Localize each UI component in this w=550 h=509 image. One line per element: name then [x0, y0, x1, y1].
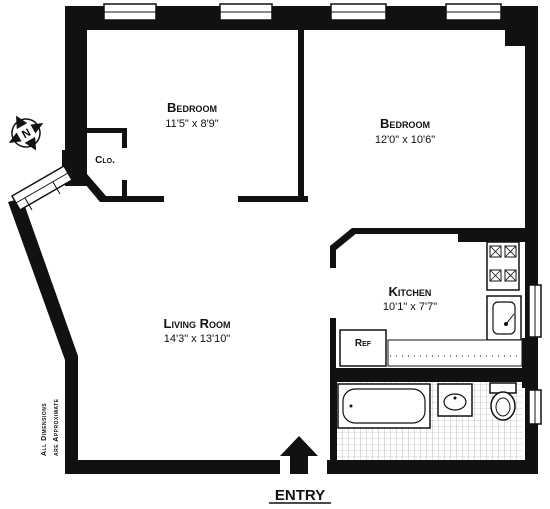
refrigerator — [339, 329, 387, 367]
entry-label: ENTRY — [275, 487, 325, 504]
kitchen-counter — [387, 339, 523, 367]
window-right-1 — [528, 284, 542, 338]
dimensions-note-line1: All Dimensions — [41, 403, 48, 456]
bottom-wall-right — [327, 460, 538, 474]
refrigerator-label: Ref — [355, 338, 372, 349]
bath-left-wall — [330, 368, 337, 460]
window-top-4 — [445, 3, 502, 21]
closet-side-wall — [122, 128, 127, 148]
kitchen-diagonal-wall — [330, 228, 358, 268]
upper-left-wall — [65, 6, 87, 186]
bathroom-sink — [437, 383, 473, 417]
bath-top-wall — [330, 368, 525, 382]
window-left-slanted — [10, 164, 74, 212]
top-right-corner — [505, 6, 538, 46]
closet-top-wall — [87, 128, 127, 133]
kitchen-top-right-wall — [458, 228, 525, 242]
toilet — [489, 382, 517, 421]
window-top-2 — [219, 3, 273, 21]
kitchen-left-wall — [330, 318, 336, 370]
kitchen-right-block — [522, 338, 538, 388]
window-top-1 — [103, 3, 157, 21]
bedroom-partition — [298, 28, 304, 200]
dimensions-note: All Dimensions are Approximate — [41, 398, 60, 456]
dimensions-note-line2: are Approximate — [53, 398, 60, 456]
bedroom-left-bottom-wall-2 — [238, 196, 308, 202]
slanted-left-wall — [8, 198, 78, 474]
window-right-2 — [528, 389, 542, 425]
bottom-wall-left — [72, 460, 280, 474]
kitchen-top-wall — [352, 228, 482, 234]
closet-label: Clo. — [95, 155, 115, 166]
compass: N — [8, 115, 44, 151]
kitchen-sink — [486, 295, 522, 341]
kitchen-dims: 10'1" x 7'7" — [383, 301, 437, 313]
bedroom-left-bottom-wall — [120, 196, 164, 202]
stove — [486, 241, 520, 291]
living-room-dims: 14'3" x 13'10" — [164, 333, 231, 345]
window-top-3 — [330, 3, 387, 21]
entry-arrow-icon — [280, 436, 318, 474]
kitchen-name: Kitchen — [389, 284, 432, 299]
bedroom-right-dims: 12'0" x 10'6" — [375, 134, 435, 146]
bedroom-right-name: Bedroom — [380, 116, 430, 131]
closet-side-wall-2 — [122, 180, 127, 202]
bedroom-left-dims: 11'5" x 8'9" — [165, 118, 218, 130]
closet-diagonal-wall — [80, 174, 120, 202]
living-room-name: Living Room — [164, 316, 231, 331]
bathtub — [337, 383, 431, 429]
north-arrow-icon — [16, 115, 28, 130]
bedroom-left-name: Bedroom — [167, 100, 217, 115]
